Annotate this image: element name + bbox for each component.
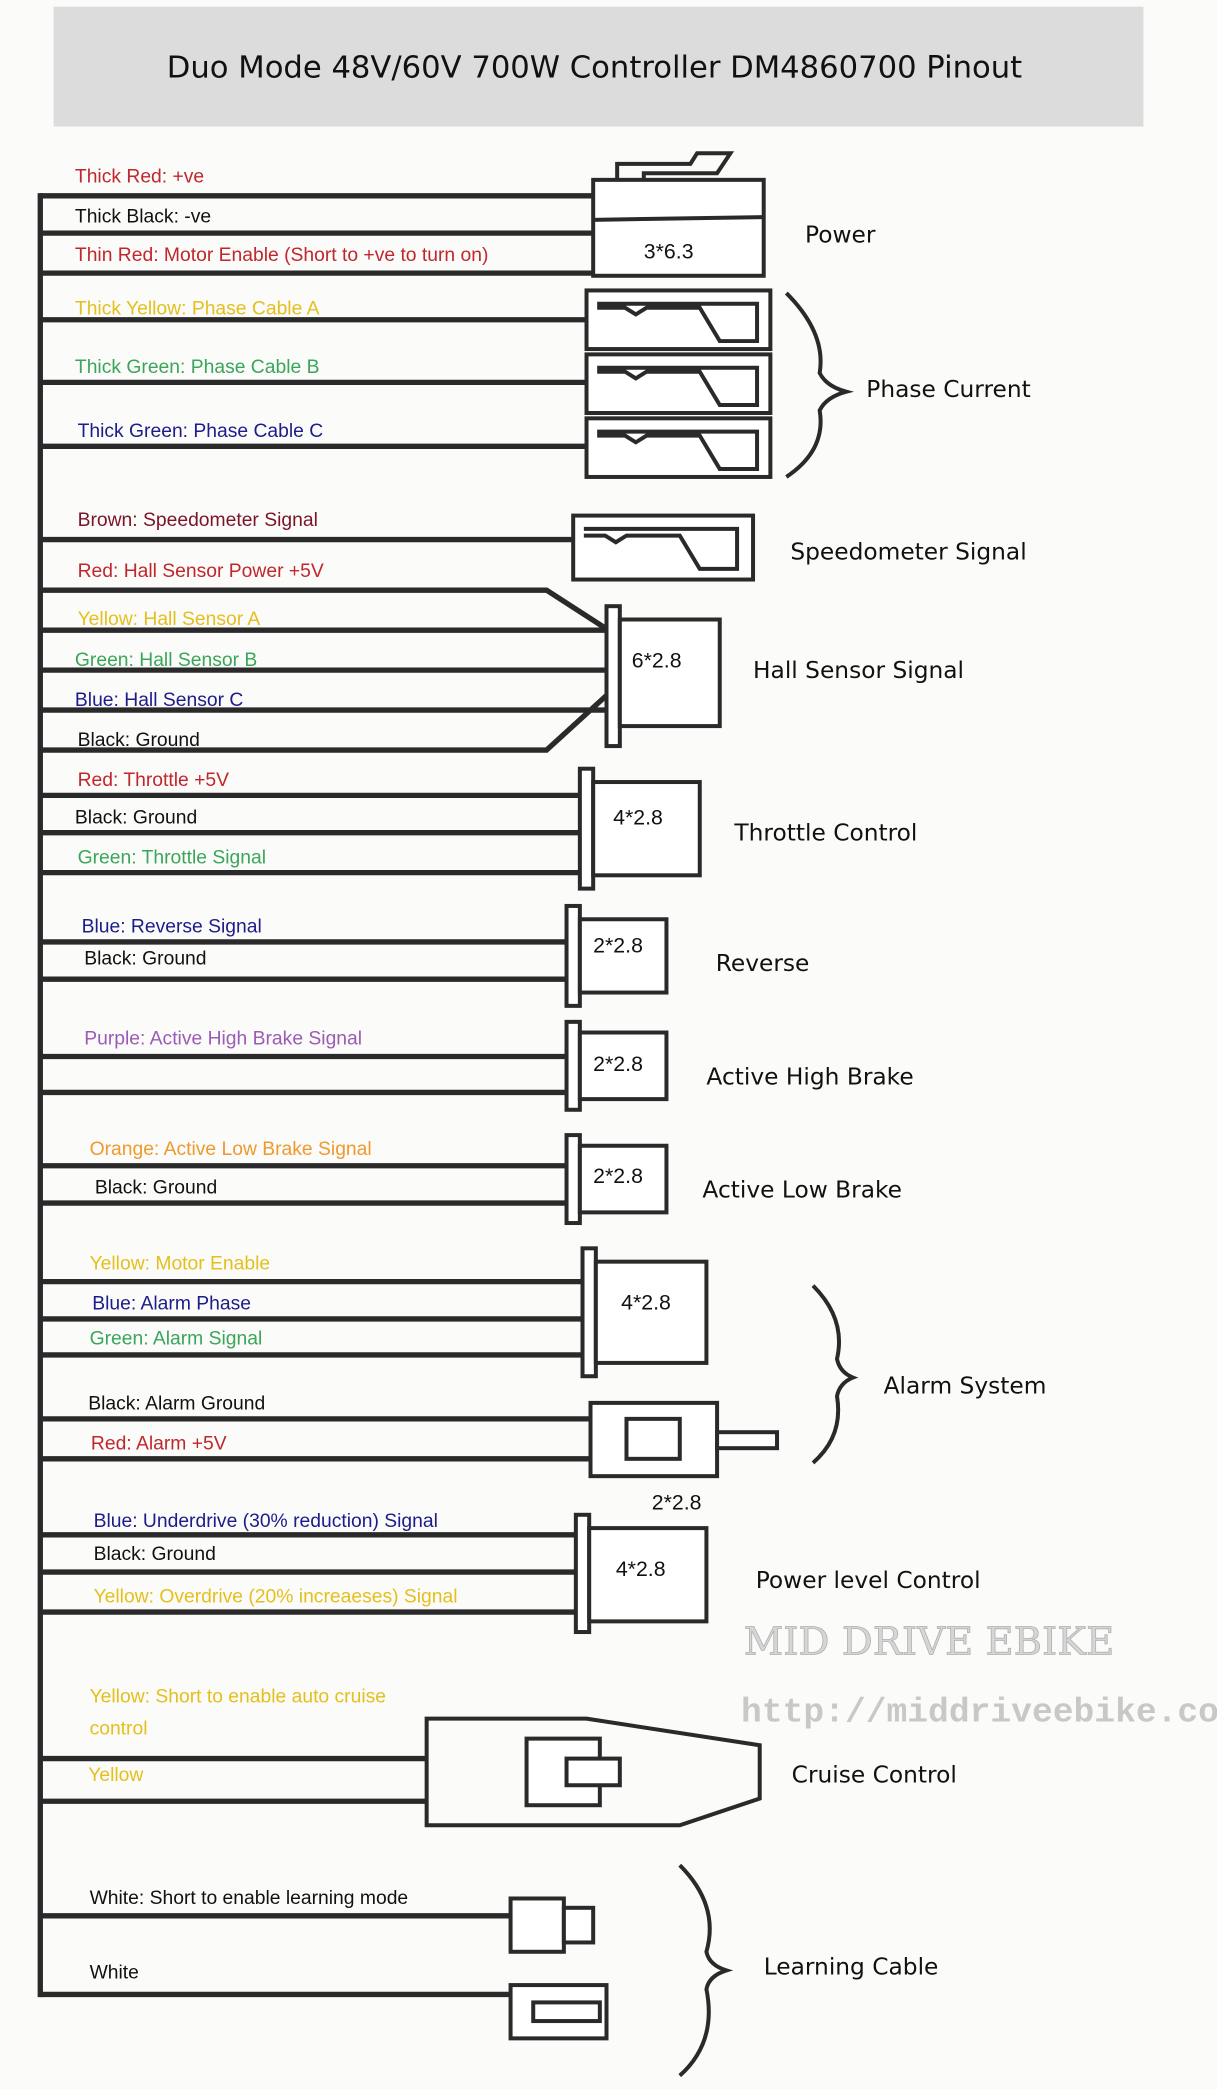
connector-group-label: Reverse <box>716 950 810 977</box>
reverse-connector <box>577 917 669 995</box>
wire-label: control <box>90 1719 148 1740</box>
alarm-power-pin <box>715 1430 780 1451</box>
wire-label: Red: Hall Sensor Power +5V <box>78 561 324 582</box>
wire-label: Yellow: Motor Enable <box>90 1254 271 1275</box>
brake-low-connector <box>577 1143 669 1215</box>
wire-label: Thick Green: Phase Cable B <box>75 357 320 378</box>
brake-high-connector <box>577 1030 669 1102</box>
connector-group-label: Phase Current <box>866 376 1030 403</box>
connector-size-label: 2*2.8 <box>652 1490 702 1514</box>
connector-size-label: 2*2.8 <box>593 1052 643 1076</box>
wire-label: Purple: Active High Brake Signal <box>84 1029 362 1050</box>
wire-label: Yellow: Short to enable auto cruise <box>90 1687 386 1708</box>
connector-group-label: Hall Sensor Signal <box>753 657 964 684</box>
connector-group-label: Cruise Control <box>792 1762 957 1789</box>
phase-connector <box>584 288 773 352</box>
learning-connector-a-tip <box>561 1905 596 1945</box>
power-connector-divider <box>593 215 764 222</box>
power-connector-tab <box>615 151 735 180</box>
wire-label: Thick Green: Phase Cable C <box>78 421 324 442</box>
phase-brace-icon <box>784 291 855 479</box>
wire <box>40 693 609 753</box>
wire-label: Blue: Underdrive (30% reduction) Signal <box>94 1511 438 1532</box>
connector-group-label: Speedometer Signal <box>790 539 1026 566</box>
wire-label: White <box>90 1962 139 1983</box>
learning-brace-icon <box>678 1863 734 2078</box>
hall-connector-flange <box>604 604 622 749</box>
wire <box>40 587 608 632</box>
connector-group-label: Active High Brake <box>706 1063 913 1090</box>
connector-size-label: 3*6.3 <box>644 239 694 263</box>
phase-terminal-icon <box>597 429 760 471</box>
wire-label: Green: Throttle Signal <box>78 847 266 868</box>
wire-label: Red: Alarm +5V <box>91 1434 227 1455</box>
wire-label: Red: Throttle +5V <box>78 770 230 791</box>
wire-label: Black: Ground <box>94 1544 216 1565</box>
connector-size-label: 4*2.8 <box>616 1557 666 1581</box>
wire-label: Thick Black: -ve <box>75 206 211 227</box>
wire-label: Yellow: Overdrive (20% increaeses) Signa… <box>94 1587 458 1608</box>
power-connector <box>591 177 766 278</box>
connector-size-label: 4*2.8 <box>613 806 663 830</box>
connector-size-label: 2*2.8 <box>593 934 643 958</box>
connector-group-label: Active Low Brake <box>702 1177 902 1204</box>
wire-label: Blue: Hall Sensor C <box>75 690 243 711</box>
throttle-connector <box>591 780 702 878</box>
wire-label: Thick Red: +ve <box>75 167 204 188</box>
wire-label: Yellow <box>88 1765 143 1786</box>
connector-group-label: Power <box>805 221 876 248</box>
connector-group-label: Alarm System <box>884 1373 1047 1400</box>
connector-group-label: Power level Control <box>756 1567 981 1594</box>
alarm-brace-icon <box>811 1284 859 1465</box>
alarm-power-inner <box>624 1416 682 1461</box>
power-level-connector <box>587 1526 709 1624</box>
page-title: Duo Mode 48V/60V 700W Controller DM48607… <box>167 50 1022 85</box>
watermark-url: http://middriveebike.com <box>741 1693 1217 1732</box>
cruise-connector-pin <box>564 1756 622 1788</box>
alarm-connector <box>593 1259 709 1365</box>
hall-connector <box>617 617 722 729</box>
connector-size-label: 2*2.8 <box>593 1164 643 1188</box>
learning-connector-a <box>508 1896 566 1954</box>
watermark-name: MID DRIVE EBIKE <box>744 1620 1115 1665</box>
wire-label: Blue: Alarm Phase <box>92 1294 251 1315</box>
wire-label: Yellow: Hall Sensor A <box>78 609 261 630</box>
wire-label: Black: Ground <box>78 730 200 751</box>
wire-label: Black: Ground <box>95 1178 217 1199</box>
speedometer-terminal-icon <box>583 526 740 571</box>
connector-group-label: Throttle Control <box>733 820 917 847</box>
wire-label: Black: Ground <box>84 949 206 970</box>
wire-label: Black: Alarm Ground <box>88 1394 265 1415</box>
wire-label: White: Short to enable learning mode <box>90 1888 409 1909</box>
learning-connector-b-pin <box>531 2000 602 2024</box>
phase-terminal-icon <box>597 301 760 344</box>
wire-label: Thin Red: Motor Enable (Short to +ve to … <box>75 245 489 266</box>
title-bar <box>53 6 1144 127</box>
connector-size-label: 6*2.8 <box>632 648 682 672</box>
wire-label: Blue: Reverse Signal <box>82 917 262 938</box>
wire-label: Thick Yellow: Phase Cable A <box>75 298 320 319</box>
wire-label: Black: Ground <box>75 807 197 828</box>
connector-group-label: Learning Cable <box>764 1953 939 1980</box>
wire-label: Brown: Speedometer Signal <box>78 510 318 531</box>
wire-label: Orange: Active Low Brake Signal <box>90 1139 372 1160</box>
cruise-connector <box>424 1716 762 1828</box>
phase-terminal-icon <box>597 365 760 408</box>
wire-label: Green: Hall Sensor B <box>75 650 257 671</box>
connector-size-label: 4*2.8 <box>621 1291 671 1315</box>
wire-label: Green: Alarm Signal <box>90 1328 263 1349</box>
